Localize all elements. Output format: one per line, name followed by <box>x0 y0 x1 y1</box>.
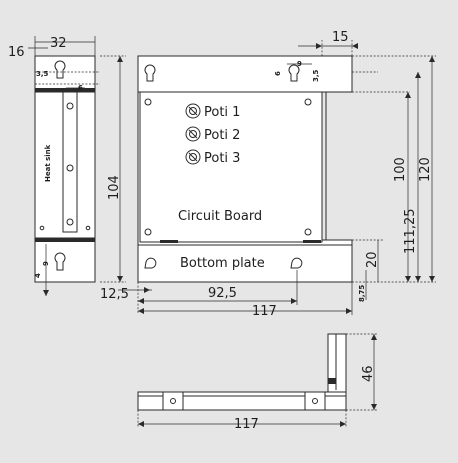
arrow-head <box>138 421 144 427</box>
dim-slot-offset-right: 3,5 <box>312 69 320 82</box>
dim-side-thickness: 16 <box>8 45 25 60</box>
arrow-head <box>117 56 123 62</box>
board-foot <box>160 240 178 243</box>
dim-bottom-875: 8,75 <box>358 285 366 302</box>
poti-2-slot <box>188 129 198 139</box>
poti-3-slot <box>188 152 198 162</box>
heat-sink-label: Heat sink <box>44 144 52 182</box>
arrow-head <box>429 56 435 62</box>
base-hole <box>170 398 176 404</box>
arrow-head <box>138 308 144 314</box>
circuit-board <box>139 91 323 243</box>
bottom-view <box>137 333 378 428</box>
poti-1-label: Poti 1 <box>204 105 240 120</box>
arrow-head <box>117 276 123 282</box>
arrow-head <box>415 72 421 78</box>
front-keyhole-bottom-left <box>144 257 157 269</box>
arrow-head <box>291 298 297 304</box>
dim-slot-offset: 3,5 <box>36 70 49 78</box>
heat-sink-fin <box>62 91 78 233</box>
dim-slot-depth: 6 <box>274 71 282 76</box>
dim-flange-width: 15 <box>332 30 349 45</box>
dim-bottom-20: 20 <box>365 251 380 268</box>
dim-side-height: 104 <box>107 175 122 200</box>
bottom-plate-label: Bottom plate <box>180 256 265 271</box>
arrow-head <box>352 43 358 49</box>
dim-height-111: 111,25 <box>403 209 418 255</box>
dim-height-46: 46 <box>361 365 376 382</box>
dim-slot-width-left: 6 <box>78 84 83 92</box>
dim-side-width: 32 <box>50 36 67 51</box>
arrow-head <box>405 92 411 98</box>
side-screw-hole <box>66 218 74 226</box>
front-keyhole-top-right <box>288 64 300 82</box>
bottom-bar <box>35 238 95 242</box>
arrow-head <box>340 421 346 427</box>
front-keyhole-top-left <box>144 64 156 82</box>
side-keyhole-bottom <box>54 252 66 271</box>
side-view: Heat sink <box>34 55 126 283</box>
side-screw-hole <box>39 225 45 231</box>
poti-2-label: Poti 2 <box>204 128 240 143</box>
arrow-head <box>144 287 150 293</box>
arrow-head <box>415 276 421 282</box>
poti-3-label: Poti 3 <box>204 151 240 166</box>
flange-block <box>328 378 336 384</box>
arrow-head <box>371 334 377 340</box>
top-bar <box>35 88 95 92</box>
dim-bottom-hole-offset: 4 <box>34 273 42 278</box>
side-screw-hole <box>66 164 74 172</box>
front-dimensions: 15 9 6 3,5 100 111,25 120 20 8,75 12,5 9… <box>100 30 435 319</box>
bottom-dimensions: 46 117 <box>138 334 377 432</box>
dim-slot-width-right: 9 <box>297 60 302 68</box>
arrow-head <box>316 43 322 49</box>
board-mount-hole <box>304 98 312 106</box>
circuit-board-label: Circuit Board <box>178 209 262 224</box>
side-dimensions: 32 16 3,5 6 104 9 4 <box>8 36 123 296</box>
dim-height-100: 100 <box>393 157 408 182</box>
dim-height-120: 120 <box>418 157 433 182</box>
side-screw-hole <box>66 102 74 110</box>
base-hole <box>312 398 318 404</box>
dim-bottom-hole-height: 9 <box>42 261 50 266</box>
board-mount-hole <box>304 228 312 236</box>
side-screw-hole <box>85 225 91 231</box>
front-view: Poti 1 Poti 2 Poti 3 Circuit Board Botto… <box>137 40 436 314</box>
front-keyhole-bottom-right <box>290 257 303 269</box>
arrow-head <box>371 404 377 410</box>
poti-1-slot <box>188 106 198 116</box>
arrow-head <box>429 276 435 282</box>
board-mount-hole <box>144 228 152 236</box>
board-foot <box>303 240 321 243</box>
dim-width-117-bottom: 117 <box>234 417 259 432</box>
arrow-head <box>43 290 49 296</box>
dim-hole-span: 92,5 <box>208 286 237 301</box>
arrow-head <box>138 298 144 304</box>
board-mount-hole <box>144 98 152 106</box>
side-keyhole-top <box>54 60 66 79</box>
dim-left-offset: 12,5 <box>100 287 129 302</box>
arrow-head <box>405 276 411 282</box>
arrow-head <box>346 308 352 314</box>
dim-width-117-front: 117 <box>252 304 277 319</box>
